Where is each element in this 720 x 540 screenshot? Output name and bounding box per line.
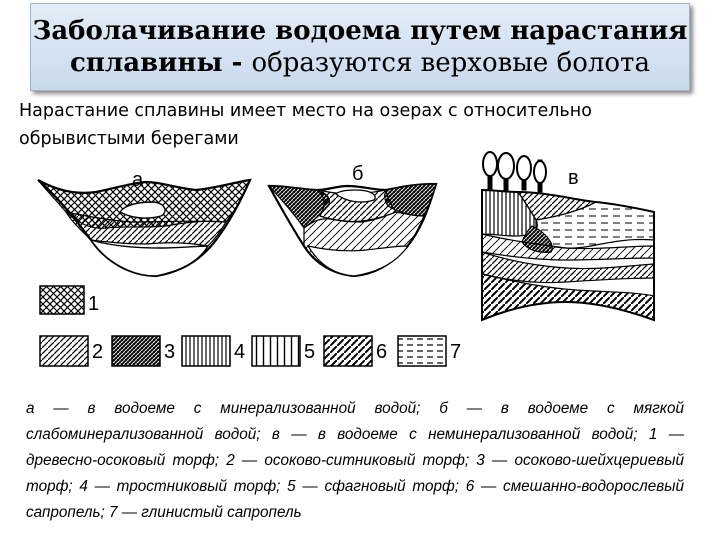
panel-a-label: а [132,169,144,191]
legend-item-6: 6 [323,335,387,367]
legend-item-3: 3 [111,335,175,367]
title-line-2: сплавины - образуются верховые болота [70,47,650,79]
peat-diagram: а б в [37,151,655,367]
panel-v: в [481,151,655,322]
title-banner: Заболачивание водоема путем нарастания с… [30,3,690,91]
subtitle: Нарастание сплавины имеет место на озера… [19,101,592,149]
panel-a: а [37,169,252,278]
panel-v-label: в [568,167,579,189]
figure-caption: а — в водоеме с минерализованной водой; … [26,400,684,521]
legend-number-6: 6 [376,341,387,363]
title-line-2-bold: сплавины - [70,48,252,78]
legend-number-1: 1 [88,293,99,315]
legend-item-2: 2 [39,335,103,367]
legend-number-4: 4 [234,341,245,363]
legend-number-5: 5 [304,341,315,363]
tree-icon [482,151,547,193]
title-line-1: Заболачивание водоема путем нарастания [32,16,688,46]
panel-b: б [267,163,438,278]
legend-number-3: 3 [164,341,175,363]
legend-number-7: 7 [450,341,461,363]
legend-item-4: 4 [181,335,245,367]
legend-item-1: 1 [39,285,99,315]
title-line-2-rest: образуются верховые болота [251,48,650,78]
legend-number-2: 2 [92,341,103,363]
legend: 1 2 3 4 5 6 7 [39,285,461,367]
legend-item-5: 5 [251,335,315,367]
legend-item-7: 7 [397,335,461,367]
panel-b-label: б [352,163,363,185]
